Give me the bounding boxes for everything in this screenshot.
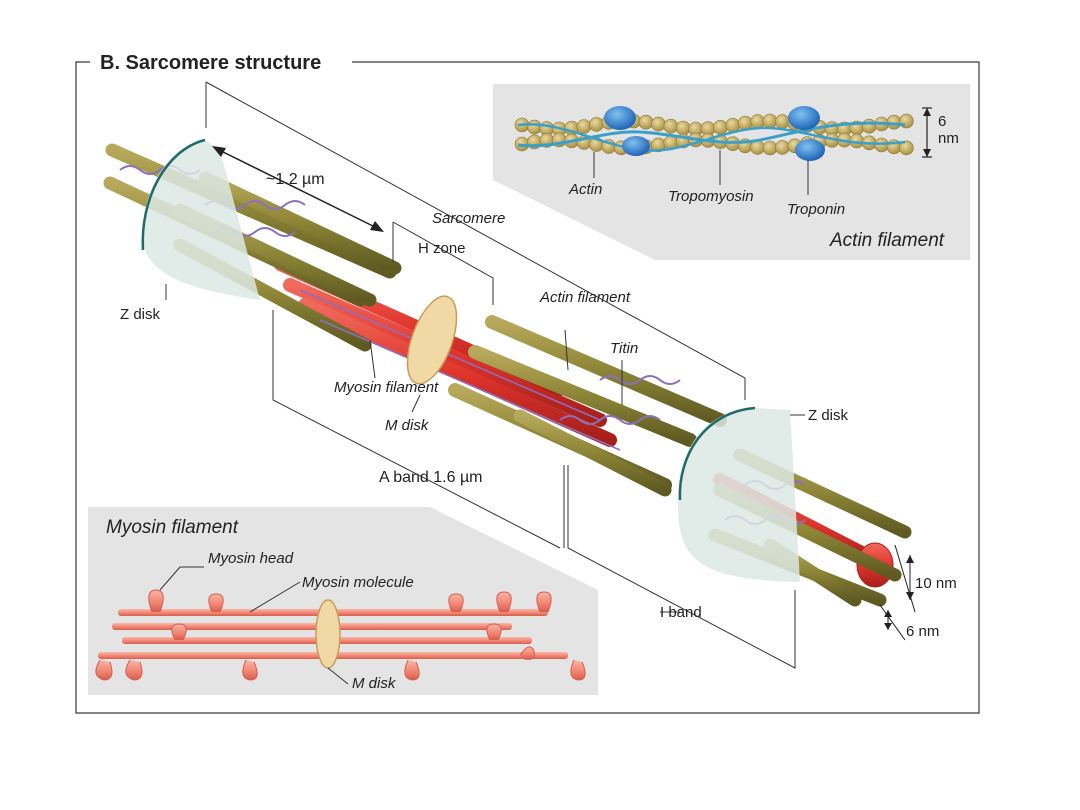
myosin-inset-m-disk-label: M disk bbox=[352, 675, 397, 692]
actin-bead bbox=[861, 118, 877, 134]
sarcomere-cylinder bbox=[103, 138, 912, 607]
tropomyosin-label: Tropomyosin bbox=[668, 188, 754, 205]
myosin-inset-m-disk bbox=[315, 599, 341, 669]
actin-bead bbox=[874, 137, 889, 153]
myosin-molecule-label: Myosin molecule bbox=[302, 574, 414, 591]
actin-bead bbox=[775, 114, 790, 129]
figure-frame bbox=[75, 61, 980, 714]
actin-inset-title: Actin filament bbox=[829, 230, 945, 251]
myosin-filament-main-label: Myosin filament bbox=[334, 379, 439, 396]
length-arrow bbox=[212, 146, 384, 232]
actin-bead bbox=[589, 117, 604, 132]
actin-bead bbox=[663, 118, 679, 134]
a-band-label: A band 1.6 µm bbox=[379, 469, 483, 486]
actin-bead bbox=[713, 120, 728, 135]
actin-bead bbox=[762, 140, 778, 156]
actin-bead bbox=[527, 119, 542, 135]
tropomyosin-strand-2 bbox=[517, 123, 906, 152]
actin-diameter-marker bbox=[922, 107, 932, 158]
actin-bead bbox=[762, 113, 778, 129]
myosin-head-label: Myosin head bbox=[208, 550, 294, 567]
actin-filament-inset: Actin Tropomyosin Troponin Actin filamen… bbox=[493, 84, 970, 260]
troponin-complex-2 bbox=[788, 106, 825, 161]
actin-dim-value: 6 bbox=[938, 113, 946, 130]
annotation-lines bbox=[165, 81, 805, 669]
m-disk-main-label: M disk bbox=[385, 417, 430, 434]
myosin-filament-inset: Myosin filament Myosin head Myo bbox=[88, 507, 598, 695]
actin-label: Actin bbox=[568, 181, 602, 198]
actin-bead bbox=[775, 140, 790, 155]
z-disk-left-label: Z disk bbox=[120, 306, 161, 323]
actin-bead bbox=[651, 116, 666, 132]
sarcomere-label: Sarcomere bbox=[432, 210, 505, 227]
i-band-label: I band bbox=[660, 604, 702, 621]
actin-dim-unit: nm bbox=[938, 130, 959, 147]
actin-bead bbox=[899, 140, 914, 156]
actin-bead bbox=[576, 119, 592, 134]
troponin-label: Troponin bbox=[787, 201, 845, 218]
z-disk-right-shape bbox=[677, 408, 800, 582]
troponin-complex-1 bbox=[604, 106, 650, 156]
actin-bead bbox=[638, 114, 654, 130]
figure-title: B. Sarcomere structure bbox=[100, 52, 321, 74]
actin-bead bbox=[750, 114, 765, 129]
dim-6nm-label: 6 nm bbox=[906, 623, 939, 640]
m-disk-main-shape bbox=[406, 295, 458, 385]
actin-filament-main-label: Actin filament bbox=[539, 289, 631, 306]
z-disk-left-shape bbox=[142, 140, 260, 300]
z-disk-right-label: Z disk bbox=[808, 407, 849, 424]
dim-10nm-label: 10 nm bbox=[915, 575, 957, 592]
titin-label: Titin bbox=[610, 340, 638, 357]
myosin-inset-title: Myosin filament bbox=[106, 517, 239, 538]
h-zone-label: H zone bbox=[418, 240, 466, 257]
actin-bead bbox=[675, 120, 691, 136]
length-label: ~1.2 µm bbox=[266, 171, 325, 188]
